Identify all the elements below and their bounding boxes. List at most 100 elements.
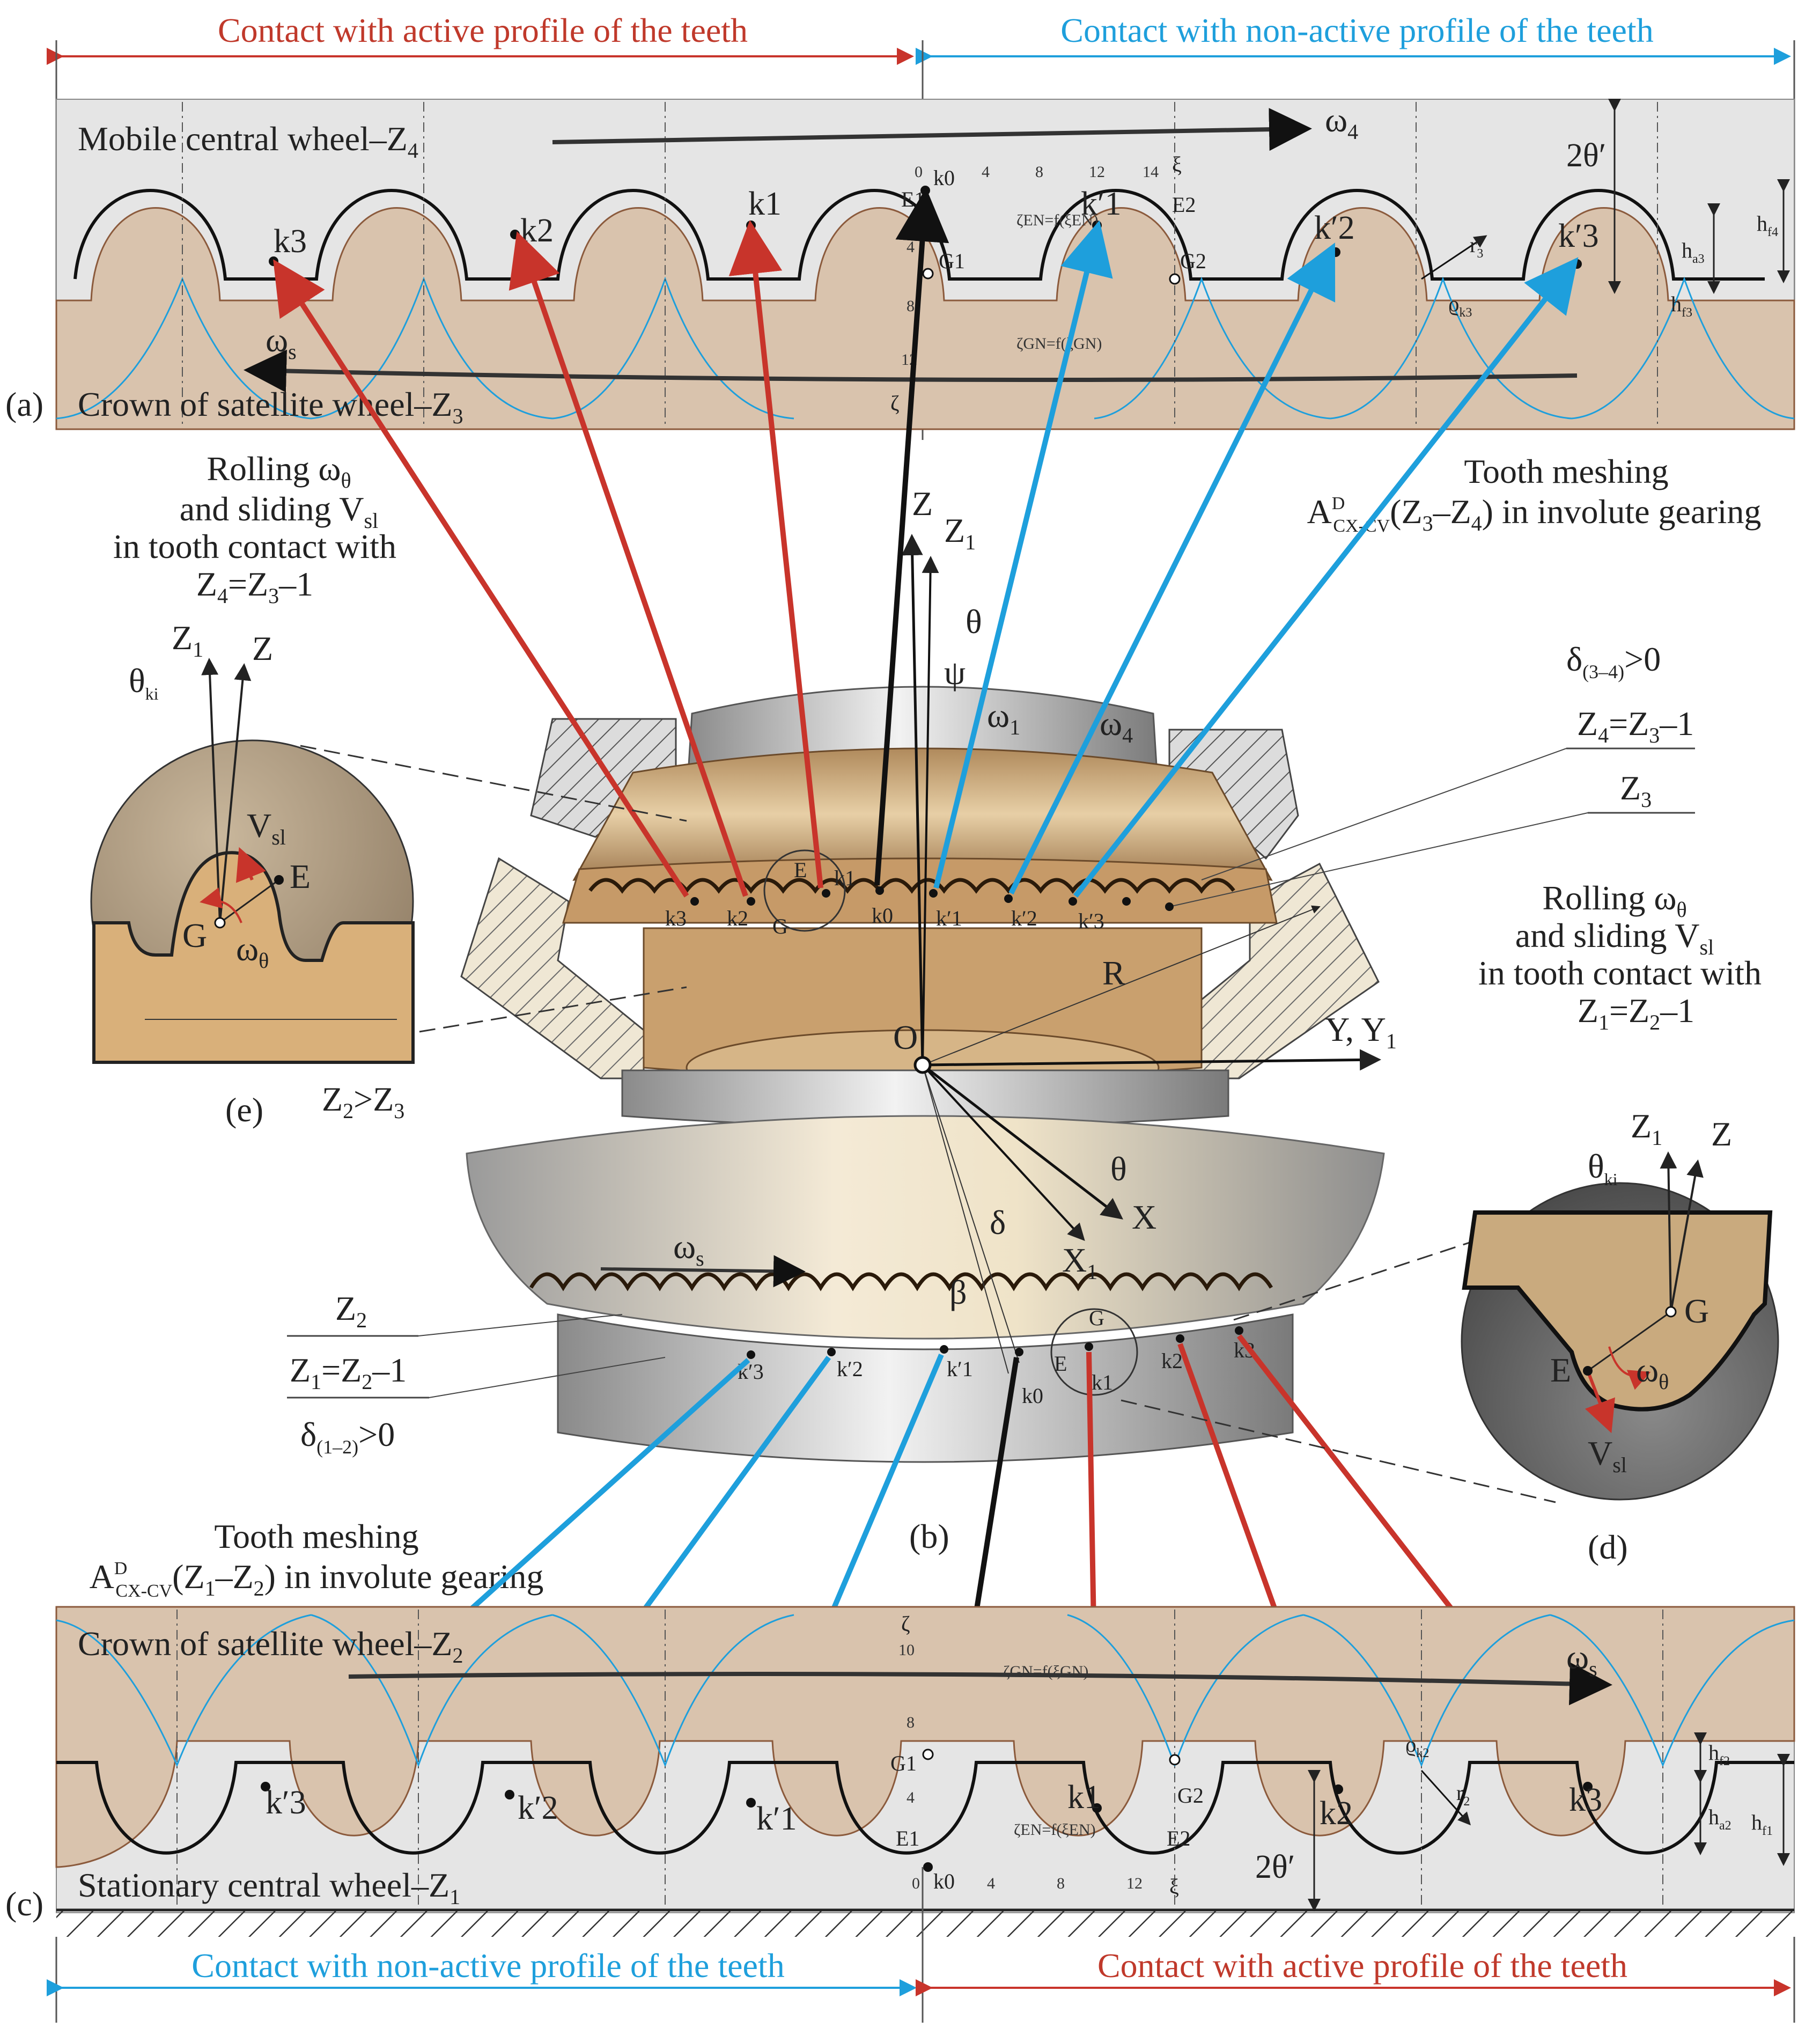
- svg-text:k′1: k′1: [936, 906, 962, 930]
- svg-text:(d): (d): [1588, 1528, 1628, 1566]
- label-beta: β: [949, 1273, 967, 1311]
- panel-c: Crown of satellite wheel–Z2 Stationary c…: [5, 1606, 1795, 2023]
- panel-d-detail: Z1 Z θki G E ωθ Vsl (d): [1121, 1107, 1779, 1566]
- label-delta: δ: [990, 1203, 1006, 1241]
- svg-text:ha3: ha3: [1682, 238, 1705, 266]
- svg-text:E1: E1: [896, 1826, 919, 1850]
- svg-text:Z1: Z1: [172, 619, 203, 662]
- svg-text:4: 4: [987, 1875, 995, 1892]
- svg-text:k2: k2: [1161, 1349, 1183, 1373]
- svg-text:k1: k1: [834, 866, 856, 890]
- header-nonactive-text: Contact with non-active profile of the t…: [1060, 11, 1653, 49]
- svg-text:E: E: [1054, 1351, 1067, 1376]
- svg-text:hf4: hf4: [1757, 211, 1778, 239]
- point-G1-a: [922, 268, 934, 280]
- svg-text:Z4=Z3–1: Z4=Z3–1: [1577, 704, 1694, 747]
- svg-text:Z: Z: [252, 629, 273, 667]
- panel-a-tag: (a): [5, 385, 43, 423]
- svg-text:Z4=Z3–1: Z4=Z3–1: [196, 565, 313, 608]
- svg-text:k0: k0: [872, 903, 893, 928]
- label-O: O: [893, 1018, 918, 1056]
- svg-text:4: 4: [982, 163, 990, 181]
- point-k2p-a: [1331, 247, 1340, 257]
- svg-text:0: 0: [915, 163, 923, 181]
- label-E2-a: E2: [1172, 193, 1196, 217]
- svg-text:Tooth meshing: Tooth meshing: [1464, 452, 1668, 490]
- svg-text:δ(3–4)>0: δ(3–4)>0: [1566, 640, 1661, 682]
- text-right-middle: Rolling ωθ and sliding Vsl in tooth cont…: [1478, 879, 1762, 1034]
- label-k1p-a: k′1: [1081, 186, 1122, 222]
- svg-text:ω4: ω4: [1325, 101, 1358, 144]
- svg-text:G: G: [772, 914, 788, 938]
- svg-text:E: E: [290, 857, 311, 895]
- svg-text:Z1=Z2–1: Z1=Z2–1: [1578, 991, 1694, 1034]
- svg-text:k′3: k′3: [1078, 909, 1104, 933]
- svg-text:hf1: hf1: [1751, 1810, 1773, 1838]
- svg-text:k2: k2: [1320, 1795, 1353, 1832]
- svg-text:k3: k3: [1569, 1782, 1602, 1818]
- svg-text:k1: k1: [1092, 1370, 1113, 1394]
- svg-text:k′2: k′2: [518, 1790, 558, 1826]
- svg-text:k1: k1: [1067, 1779, 1101, 1816]
- svg-text:Rolling ωθ: Rolling ωθ: [207, 450, 351, 493]
- label-k3-a: k3: [274, 223, 307, 260]
- header-nonactive-text-c: Contact with non-active profile of the t…: [191, 1946, 784, 1985]
- panel-e-detail: Z1 Z θki Vsl E G ωθ (e): [90, 619, 687, 1129]
- svg-text:r2: r2: [1456, 1781, 1470, 1809]
- label-X: X: [1132, 1198, 1156, 1236]
- panel-c-tag: (c): [5, 1885, 43, 1923]
- svg-text:Vsl: Vsl: [247, 806, 286, 849]
- radius-R: [922, 905, 1321, 1066]
- svg-text:G: G: [182, 916, 207, 954]
- svg-text:k′3: k′3: [266, 1784, 306, 1821]
- label-k0-a: k0: [933, 166, 955, 190]
- svg-text:Z3: Z3: [1620, 769, 1652, 812]
- point-G2-a: [1169, 273, 1181, 285]
- svg-text:Z2: Z2: [335, 1289, 367, 1332]
- label-k1-a: k1: [748, 186, 782, 222]
- svg-text:Z2>Z3: Z2>Z3: [322, 1080, 404, 1123]
- label-theta2-b: θ: [1110, 1150, 1127, 1188]
- svg-text:Z1=Z2–1: Z1=Z2–1: [290, 1351, 407, 1394]
- svg-text:ωs: ωs: [1566, 1638, 1597, 1681]
- origin-O: [913, 1056, 932, 1074]
- svg-text:ζEN=f(ξEN): ζEN=f(ξEN): [1014, 1821, 1096, 1839]
- svg-text:8: 8: [907, 297, 915, 315]
- svg-text:r3: r3: [1470, 233, 1483, 261]
- svg-text:E: E: [794, 858, 807, 882]
- axis-Z: [901, 534, 924, 1066]
- svg-text:G: G: [1089, 1306, 1104, 1330]
- svg-text:0: 0: [912, 1875, 920, 1892]
- svg-text:k2: k2: [727, 906, 748, 930]
- svg-text:G: G: [1684, 1292, 1709, 1330]
- svg-text:ζ: ζ: [901, 1612, 910, 1636]
- svg-text:2θ′: 2θ′: [1255, 1849, 1295, 1885]
- label-axis-Z: Z: [912, 484, 933, 523]
- svg-text:(e): (e): [225, 1091, 263, 1129]
- svg-text:ζGN=f(ξGN): ζGN=f(ξGN): [1003, 1663, 1088, 1680]
- axis-X1: [922, 1064, 1085, 1241]
- svg-text:and sliding Vsl: and sliding Vsl: [180, 490, 378, 533]
- svg-text:hf2: hf2: [1708, 1740, 1730, 1768]
- label-theta-b: θ: [966, 603, 982, 641]
- header-active-text-c: Contact with active profile of the teeth: [1097, 1946, 1627, 1985]
- svg-text:ωs: ωs: [673, 1228, 704, 1270]
- svg-text:Z1: Z1: [1631, 1107, 1662, 1150]
- upper-teeth-row: [588, 878, 1235, 894]
- svg-text:k′2: k′2: [1011, 906, 1037, 930]
- label-psi: ψ: [944, 653, 966, 692]
- svg-text:ξ: ξ: [1169, 1875, 1179, 1899]
- svg-text:k′1: k′1: [756, 1801, 797, 1837]
- curve-G-label-a: ζGN=f(ξGN): [1016, 335, 1102, 352]
- svg-text:Tooth meshing: Tooth meshing: [214, 1517, 418, 1555]
- svg-text:θki: θki: [1588, 1147, 1618, 1189]
- svg-text:8: 8: [1035, 163, 1043, 181]
- panel-b-assembly: Z Z1 θ ψ ω1 ω4 δ(3–4)>0 Z4=Z3–1 Z3 R O Y…: [287, 484, 1695, 1555]
- axis-zeta-a: ζ: [890, 391, 900, 415]
- svg-text:ωθ: ωθ: [1636, 1351, 1669, 1394]
- omega4-arrow-a: [552, 108, 1312, 151]
- label-G1-a: G1: [939, 249, 965, 273]
